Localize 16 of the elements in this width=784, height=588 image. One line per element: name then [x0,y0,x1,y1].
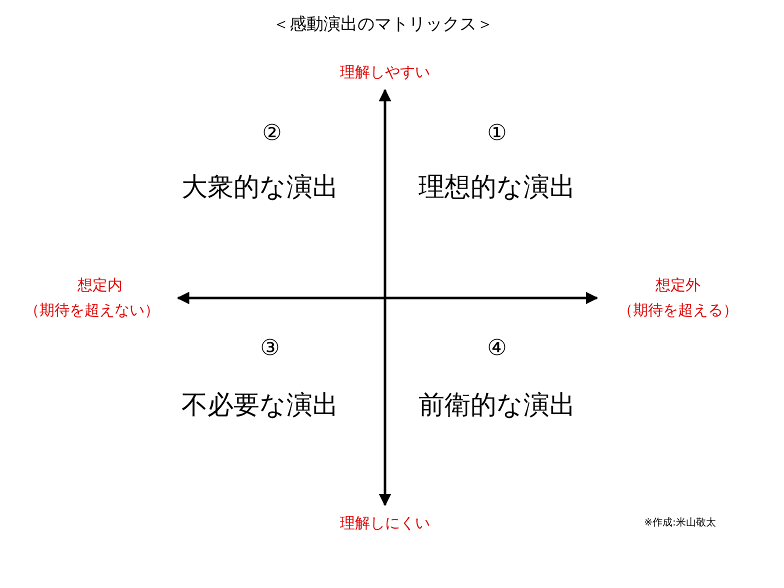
axis-label: 想定外 [656,276,700,294]
axis-label: 理解しやすい [340,64,430,80]
title: ＜感動演出のマトリックス＞ [272,16,494,34]
quadrant-number: ② [262,122,282,146]
quadrant-label: 前衛的な演出 [418,392,576,420]
quadrant-label: 大衆的な演出 [182,174,338,202]
quadrant-number: ① [487,122,507,146]
axis-label: 理解しにくい [340,514,430,532]
axis-label: 想定内 [78,276,122,294]
quadrant-number: ③ [260,336,280,362]
quadrant-label: 不必要な演出 [182,392,338,420]
axis-label: （期待を超えない） [24,302,160,318]
quadrant-label: 理想的な演出 [418,174,576,202]
quadrant-number: ④ [487,336,507,362]
author-note: ※作成:米山敬太 [644,518,716,528]
axis-label: （期待を超える） [618,302,738,318]
